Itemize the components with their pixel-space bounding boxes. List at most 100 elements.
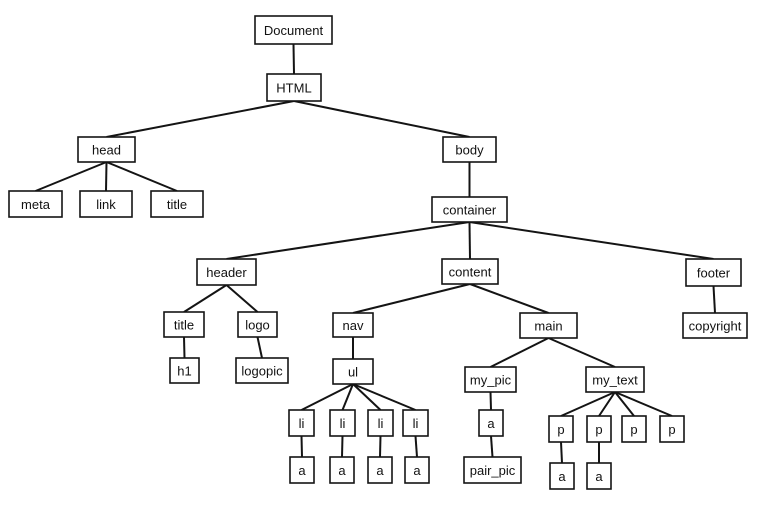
- node-label-li1: li: [299, 416, 305, 431]
- node-box-header: [196, 258, 257, 286]
- node-label-a-pic: a: [487, 416, 495, 431]
- node-body: body: [442, 136, 497, 163]
- edge-logo-to-logopic: [256, 336, 263, 359]
- edge-container-to-content: [468, 221, 471, 260]
- node-ul: ul: [332, 358, 374, 385]
- node-box-copyright: [682, 312, 748, 339]
- node-a-p2: a: [586, 462, 612, 490]
- node-meta: meta: [8, 190, 63, 218]
- node-a-p1: a: [549, 462, 575, 490]
- node-box-a-p1: [549, 462, 575, 490]
- node-label-html: HTML: [276, 81, 311, 96]
- edge-ul-to-li4: [352, 383, 416, 411]
- node-box-a-li3: [367, 456, 393, 484]
- node-label-copyright: copyright: [689, 319, 742, 334]
- node-footer: footer: [685, 258, 742, 287]
- node-box-ul: [332, 358, 374, 385]
- edge-main-to-my-pic: [490, 337, 549, 368]
- node-a-li1: a: [289, 456, 315, 484]
- node-li4: li: [402, 409, 429, 437]
- node-box-li2: [329, 409, 356, 437]
- node-a-li3: a: [367, 456, 393, 484]
- node-label-link: link: [96, 197, 116, 212]
- node-label-document: Document: [264, 23, 324, 38]
- node-label-content: content: [449, 265, 492, 280]
- node-box-container: [431, 196, 508, 223]
- edge-document-to-html: [292, 43, 295, 75]
- node-label-nav: nav: [343, 318, 364, 333]
- node-label-pair-pic: pair_pic: [470, 463, 516, 478]
- node-logo: logo: [237, 311, 278, 338]
- node-label-footer: footer: [697, 266, 731, 281]
- node-header-title: title: [163, 311, 205, 338]
- node-box-pair-pic: [463, 456, 522, 484]
- node-label-h1: h1: [177, 364, 191, 379]
- edge-head-to-meta: [35, 161, 107, 192]
- node-label-a-p2: a: [595, 469, 603, 484]
- node-box-nav: [332, 312, 374, 338]
- node-a-pic: a: [478, 409, 504, 437]
- node-label-a-p1: a: [558, 469, 566, 484]
- node-p3: p: [621, 415, 647, 443]
- node-label-container: container: [443, 203, 497, 218]
- edge-header-to-logo: [225, 284, 259, 313]
- edge-my-text-to-p3: [614, 391, 635, 417]
- edge-li4-to-a-li4: [414, 435, 418, 458]
- node-li2: li: [329, 409, 356, 437]
- node-box-main: [519, 312, 578, 339]
- node-label-a-li4: a: [413, 463, 421, 478]
- edge-container-to-header: [226, 221, 470, 260]
- edge-content-to-nav: [352, 283, 471, 314]
- edges-layer: [35, 43, 716, 464]
- node-box-head: [77, 136, 136, 163]
- edge-content-to-main: [469, 283, 549, 314]
- node-a-li2: a: [329, 456, 355, 484]
- edge-ul-to-li2: [341, 383, 354, 411]
- edge-li3-to-a-li3: [379, 435, 382, 458]
- node-logopic: logopic: [235, 357, 289, 384]
- edge-my-text-to-p1: [560, 391, 616, 417]
- node-label-a-li2: a: [338, 463, 346, 478]
- node-html: HTML: [266, 73, 322, 102]
- edge-li2-to-a-li2: [341, 435, 344, 458]
- edge-header-to-header-title: [183, 284, 228, 313]
- node-p4: p: [659, 415, 685, 443]
- edge-ul-to-li1: [301, 383, 354, 411]
- node-label-logopic: logopic: [241, 364, 283, 379]
- edge-main-to-my-text: [548, 337, 616, 368]
- node-document: Document: [254, 15, 333, 45]
- node-box-a-pic: [478, 409, 504, 437]
- node-copyright: copyright: [682, 312, 748, 339]
- node-head-title: title: [150, 190, 204, 218]
- node-box-body: [442, 136, 497, 163]
- edge-my-text-to-p4: [614, 391, 673, 417]
- edge-html-to-body: [293, 100, 470, 138]
- node-box-logo: [237, 311, 278, 338]
- node-p2: p: [586, 415, 612, 443]
- node-box-link: [79, 190, 133, 218]
- edge-a-pic-to-pair-pic: [490, 435, 494, 458]
- node-box-head-title: [150, 190, 204, 218]
- node-main: main: [519, 312, 578, 339]
- node-content: content: [441, 258, 499, 285]
- node-label-my-text: my_text: [592, 373, 638, 388]
- node-link: link: [79, 190, 133, 218]
- node-label-head: head: [92, 143, 121, 158]
- node-li3: li: [367, 409, 394, 437]
- edge-p1-to-a-p1: [560, 441, 563, 464]
- node-box-h1: [169, 357, 200, 384]
- node-box-a-li4: [404, 456, 430, 484]
- node-label-li3: li: [378, 416, 384, 431]
- edge-html-to-head: [106, 100, 295, 138]
- node-my-pic: my_pic: [464, 366, 517, 393]
- node-label-a-li1: a: [298, 463, 306, 478]
- node-label-header: header: [206, 265, 247, 280]
- edge-head-to-link: [105, 161, 108, 192]
- node-box-my-pic: [464, 366, 517, 393]
- node-box-a-p2: [586, 462, 612, 490]
- node-box-my-text: [585, 366, 645, 393]
- node-box-li4: [402, 409, 429, 437]
- node-h1: h1: [169, 357, 200, 384]
- node-my-text: my_text: [585, 366, 645, 393]
